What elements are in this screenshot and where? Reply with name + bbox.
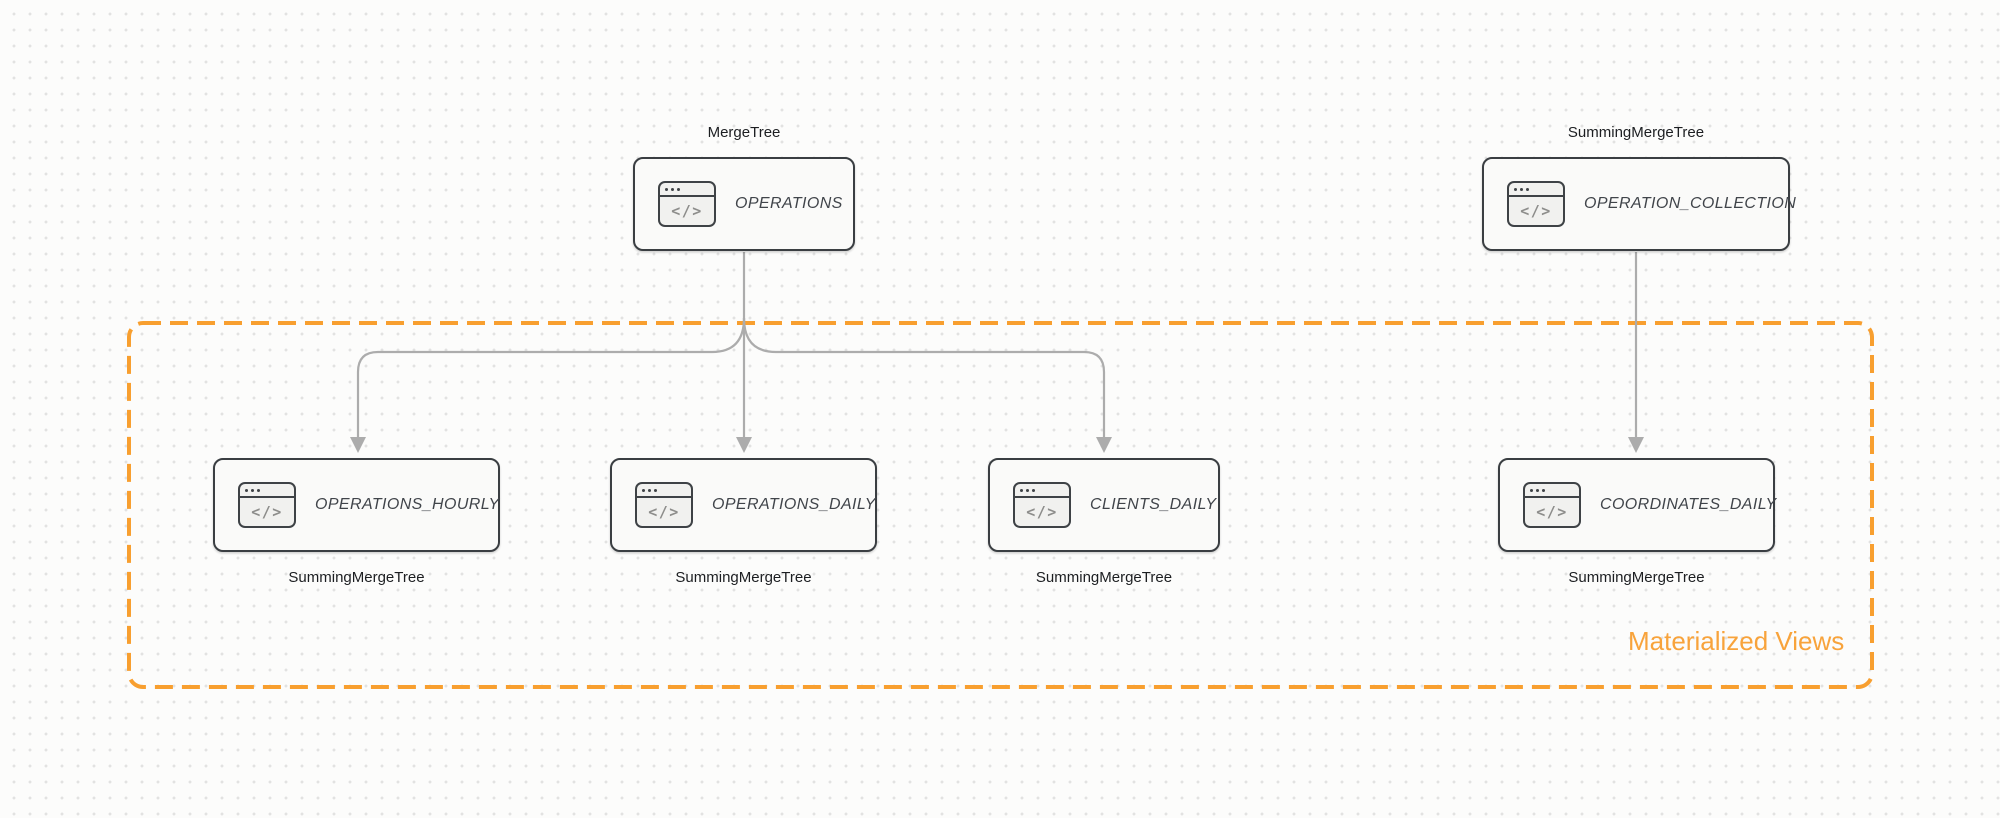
code-glyph: </> xyxy=(671,201,703,220)
code-glyph: </> xyxy=(1026,502,1058,521)
node-title: CLIENTS_DAILY xyxy=(1090,496,1217,513)
arrowhead-clients-daily xyxy=(1096,437,1112,453)
window-dot xyxy=(671,187,674,191)
node-title: OPERATIONS_DAILY xyxy=(712,496,876,513)
window-dot xyxy=(1520,187,1523,191)
engine-label-operation-collection: SummingMergeTree xyxy=(1567,124,1705,141)
table-node-clients-daily[interactable]: SummingMergeTree </> CLIENTS_DAILY xyxy=(988,458,1220,586)
window-dot xyxy=(648,488,651,492)
code-glyph: </> xyxy=(251,502,283,521)
window-dot xyxy=(257,488,260,492)
window-dot xyxy=(642,488,645,492)
node-box-operations-hourly[interactable]: </> OPERATIONS_HOURLY xyxy=(213,458,500,552)
node-title: OPERATIONS xyxy=(735,195,843,212)
node-box-operation-collection[interactable]: </> OPERATION_COLLECTION xyxy=(1482,157,1796,251)
table-node-operations-hourly[interactable]: SummingMergeTree </> OPERATIONS_HOURLY xyxy=(213,458,500,586)
window-dot xyxy=(1514,187,1517,191)
window-dot xyxy=(665,187,668,191)
arrowhead-operations-hourly xyxy=(350,437,366,453)
table-node-operation-collection[interactable]: SummingMergeTree </> OPERATION_COLLECTIO… xyxy=(1482,124,1796,251)
node-box-clients-daily[interactable]: </> CLIENTS_DAILY xyxy=(988,458,1220,552)
code-window-icon: </> xyxy=(635,482,693,528)
node-title: OPERATION_COLLECTION xyxy=(1584,195,1797,212)
code-glyph: </> xyxy=(1520,201,1552,220)
table-node-operations-daily[interactable]: SummingMergeTree </> OPERATIONS_DAILY xyxy=(610,458,877,586)
edge-operations-to-operations-hourly[interactable] xyxy=(356,317,746,437)
window-dot xyxy=(1026,488,1029,492)
engine-label-operations-daily: SummingMergeTree xyxy=(675,569,812,586)
arrowhead-operations-daily xyxy=(736,437,752,453)
code-window-icon: </> xyxy=(1013,482,1071,528)
code-glyph: </> xyxy=(648,502,680,521)
arrowhead-coordinates-daily xyxy=(1628,437,1644,453)
window-bar xyxy=(637,484,691,498)
materialized-views-container[interactable] xyxy=(127,321,1874,689)
code-window-icon: </> xyxy=(658,181,716,227)
engine-label-operations: MergeTree xyxy=(707,124,781,141)
code-window-icon: </> xyxy=(1523,482,1581,528)
window-dot xyxy=(1020,488,1023,492)
window-dot xyxy=(1526,187,1529,191)
node-title: COORDINATES_DAILY xyxy=(1600,496,1777,513)
code-window-icon: </> xyxy=(238,482,296,528)
window-dot xyxy=(654,488,657,492)
window-bar xyxy=(240,484,294,498)
window-dot xyxy=(245,488,248,492)
table-node-operations[interactable]: MergeTree </> OPERATIONS xyxy=(633,124,855,251)
window-dot xyxy=(251,488,254,492)
materialized-views-label: Materialized Views xyxy=(1628,626,1845,656)
window-dot xyxy=(1542,488,1545,492)
window-bar xyxy=(1509,183,1563,197)
node-box-operations-daily[interactable]: </> OPERATIONS_DAILY xyxy=(610,458,877,552)
code-window-icon: </> xyxy=(1507,181,1565,227)
engine-label-operations-hourly: SummingMergeTree xyxy=(288,569,425,586)
window-bar xyxy=(1525,484,1579,498)
node-title: OPERATIONS_HOURLY xyxy=(315,496,500,513)
window-dot xyxy=(1536,488,1539,492)
engine-label-clients-daily: SummingMergeTree xyxy=(1035,569,1173,586)
node-box-operations[interactable]: </> OPERATIONS xyxy=(633,157,855,251)
table-node-coordinates-daily[interactable]: SummingMergeTree </> COORDINATES_DAILY xyxy=(1498,458,1777,586)
edge-operations-to-clients-daily[interactable] xyxy=(742,317,1106,437)
window-bar xyxy=(1015,484,1069,498)
window-dot xyxy=(1530,488,1533,492)
code-glyph: </> xyxy=(1536,502,1568,521)
engine-label-coordinates-daily: SummingMergeTree xyxy=(1568,569,1705,586)
window-bar xyxy=(660,183,714,197)
node-box-coordinates-daily[interactable]: </> COORDINATES_DAILY xyxy=(1498,458,1777,552)
window-dot xyxy=(677,187,680,191)
window-dot xyxy=(1032,488,1035,492)
